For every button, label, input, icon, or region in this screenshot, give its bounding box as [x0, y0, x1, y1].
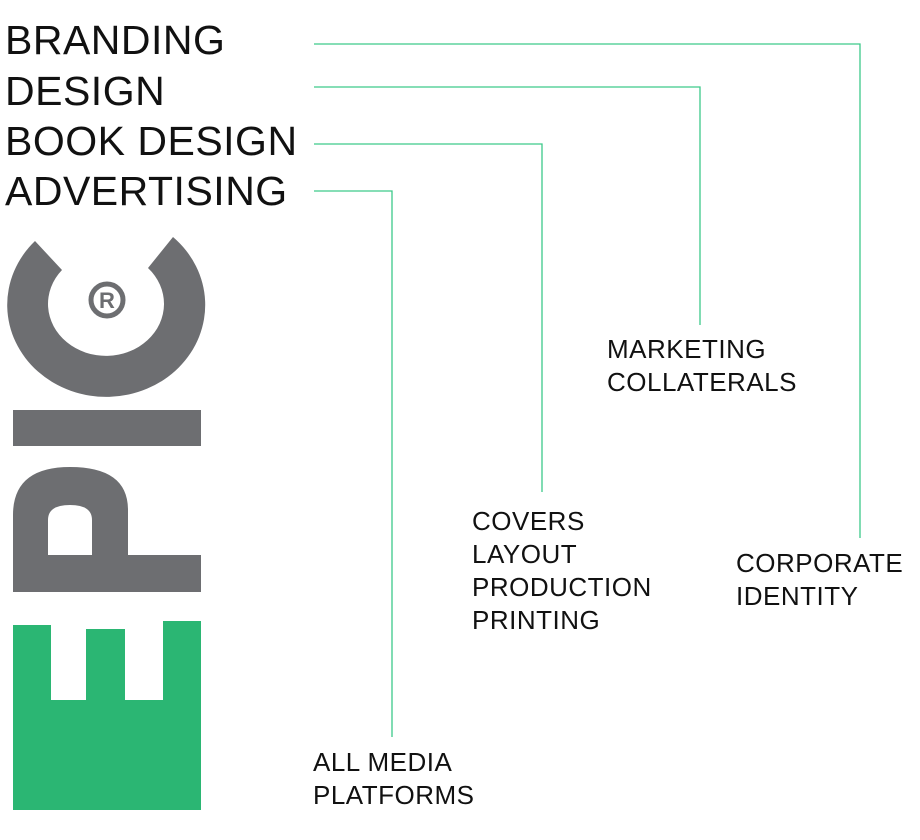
detail-line: ALL MEDIA: [313, 747, 453, 777]
service-book-design: BOOK DESIGN: [5, 118, 298, 164]
detail-line: LAYOUT: [472, 539, 578, 569]
logo-letter-p: [13, 467, 201, 592]
detail-line: COVERS: [472, 506, 585, 536]
detail-line: MARKETING: [607, 334, 767, 364]
detail-line: PLATFORMS: [313, 780, 475, 810]
detail-line: PRODUCTION: [472, 572, 652, 602]
connector-branding: [314, 43, 861, 538]
logo-letter-i: [13, 410, 201, 446]
detail-line: IDENTITY: [736, 581, 859, 611]
logo-letter-c: [7, 237, 206, 397]
service-design: DESIGN: [5, 68, 166, 114]
connector-advertising: [314, 190, 393, 737]
detail-line: COLLATERALS: [607, 367, 797, 397]
detail-line: PRINTING: [472, 605, 601, 635]
branding-details: CORPORATE IDENTITY: [736, 547, 903, 613]
logo-letter-e: [13, 621, 201, 810]
registered-mark-r: R: [99, 288, 115, 313]
connector-book-design: [314, 143, 543, 492]
book-design-details: COVERS LAYOUT PRODUCTION PRINTING: [472, 505, 652, 637]
registered-mark-ring: [88, 281, 126, 319]
service-branding: BRANDING: [5, 17, 226, 63]
detail-line: CORPORATE: [736, 548, 904, 578]
advertising-details: ALL MEDIA PLATFORMS: [313, 746, 474, 812]
connector-design: [314, 86, 701, 325]
design-details: MARKETING COLLATERALS: [607, 333, 797, 399]
service-advertising: ADVERTISING: [5, 168, 288, 214]
epic-logo: R: [7, 237, 206, 810]
